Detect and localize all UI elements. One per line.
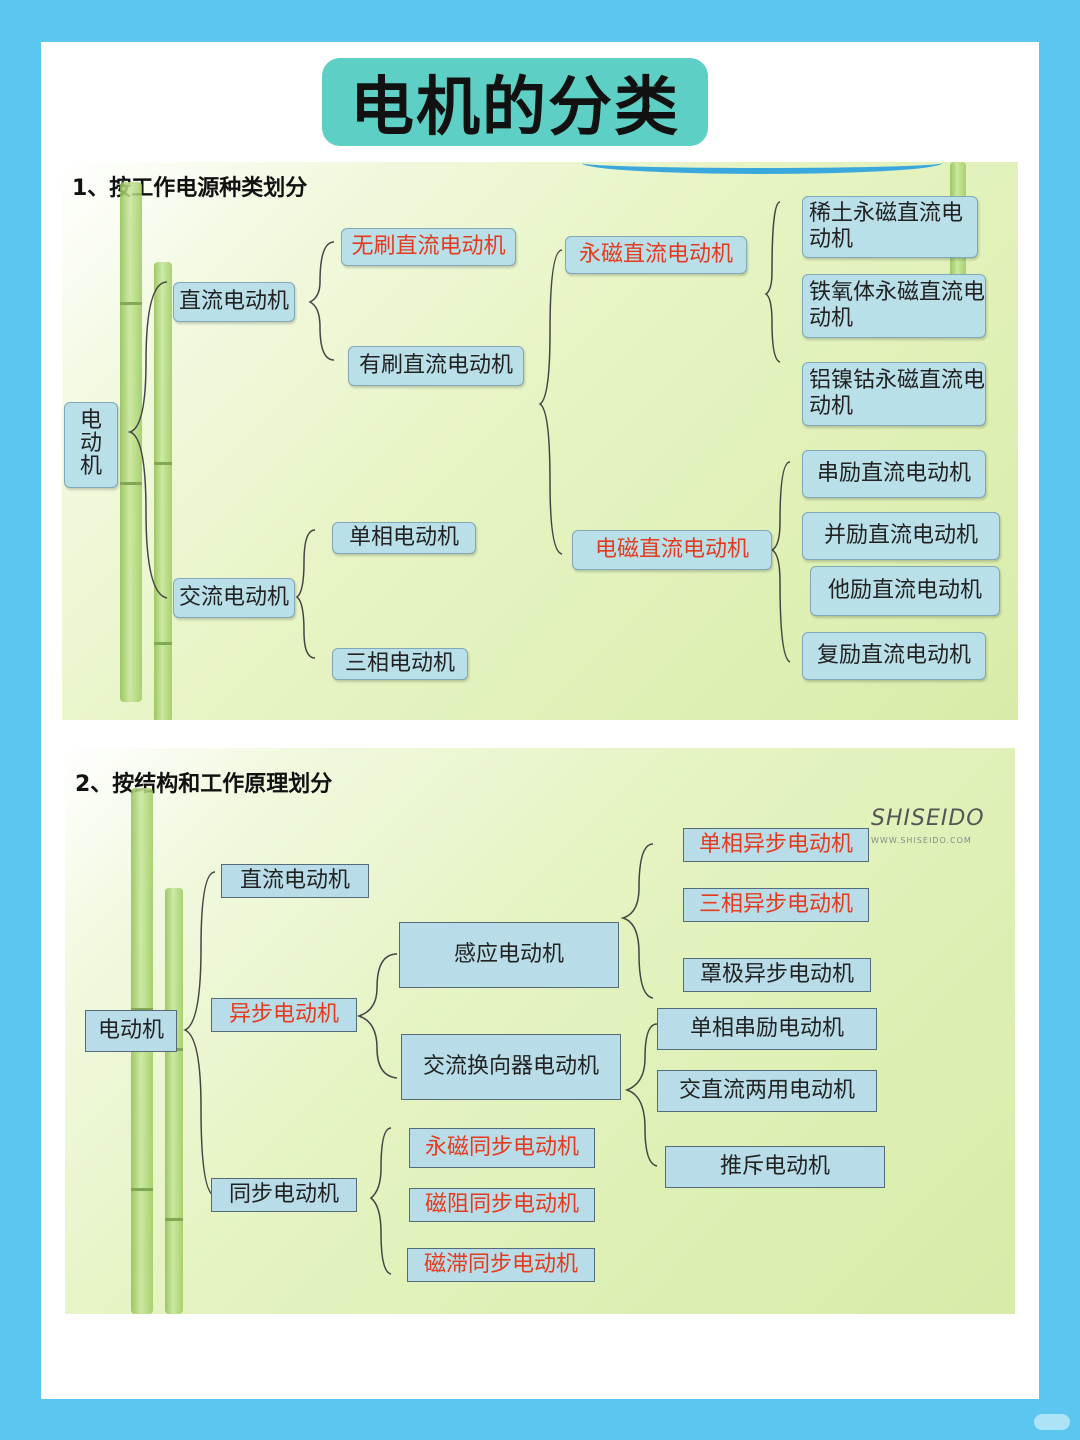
power-source-diagram: 1、按工作电源种类划分 电 动 机 直流电动机 交流电动机 无刷直流电动机 有刷…: [62, 162, 1018, 720]
brand-url: WWW.SHISEIDO.COM: [871, 836, 972, 845]
hysteresis-sync-node: 磁滞同步电动机: [407, 1248, 595, 1282]
decorative-arc: [582, 162, 942, 174]
async-motor-node: 异步电动机: [211, 998, 357, 1032]
watermark-badge: [1034, 1414, 1070, 1430]
pm-sync-node: 永磁同步电动机: [409, 1128, 595, 1168]
sync-motor-node: 同步电动机: [211, 1178, 357, 1212]
brand-logo: SHISEIDO: [871, 806, 985, 831]
bracket-lines: [127, 201, 791, 663]
page-title: 电机的分类: [322, 58, 708, 146]
rare-earth-pm-node: 稀土永磁直流电动机: [802, 196, 978, 258]
root-node: 电 动 机: [64, 402, 118, 488]
section-heading: 2、按结构和工作原理划分: [75, 772, 333, 797]
reluctance-sync-node: 磁阻同步电动机: [409, 1188, 595, 1222]
ac-commutator-node: 交流换向器电动机: [401, 1034, 621, 1100]
induction-motor-node: 感应电动机: [399, 922, 619, 988]
separately-excited-node: 他励直流电动机: [810, 566, 1000, 616]
three-phase-node: 三相电动机: [332, 648, 468, 680]
root-char: 动: [79, 431, 102, 457]
three-phase-async-node: 三相异步电动机: [683, 888, 869, 922]
bamboo-stalk: [154, 262, 172, 720]
shunt-excited-node: 并励直流电动机: [802, 512, 1000, 560]
universal-motor-node: 交直流两用电动机: [657, 1070, 877, 1112]
pm-dc-node: 永磁直流电动机: [565, 236, 747, 274]
root-node: 电动机: [85, 1010, 177, 1052]
shaded-pole-async-node: 罩极异步电动机: [683, 958, 871, 992]
dc-motor-node: 直流电动机: [173, 282, 295, 322]
dc-motor-node: 直流电动机: [221, 864, 369, 898]
brushed-dc-node: 有刷直流电动机: [348, 346, 524, 386]
bracket-lines: [183, 843, 658, 1275]
bamboo-stalk: [120, 182, 142, 702]
ac-motor-node: 交流电动机: [173, 578, 295, 618]
alnico-pm-node: 铝镍钴永磁直流电动机: [802, 362, 986, 426]
em-dc-node: 电磁直流电动机: [572, 530, 772, 570]
brushless-dc-node: 无刷直流电动机: [341, 228, 516, 266]
section-heading: 1、按工作电源种类划分: [72, 176, 308, 201]
compound-excited-node: 复励直流电动机: [802, 632, 986, 680]
single-phase-async-node: 单相异步电动机: [683, 828, 869, 862]
single-series-node: 单相串励电动机: [657, 1008, 877, 1050]
series-excited-node: 串励直流电动机: [802, 450, 986, 498]
ferrite-pm-node: 铁氧体永磁直流电动机: [802, 274, 986, 338]
single-phase-node: 单相电动机: [332, 522, 476, 554]
root-char: 机: [79, 454, 102, 480]
structure-principle-diagram: 2、按结构和工作原理划分 SHISEIDO WWW.SHISEIDO.COM 电…: [65, 748, 1015, 1314]
repulsion-motor-node: 推斥电动机: [665, 1146, 885, 1188]
root-char: 电: [79, 408, 102, 433]
